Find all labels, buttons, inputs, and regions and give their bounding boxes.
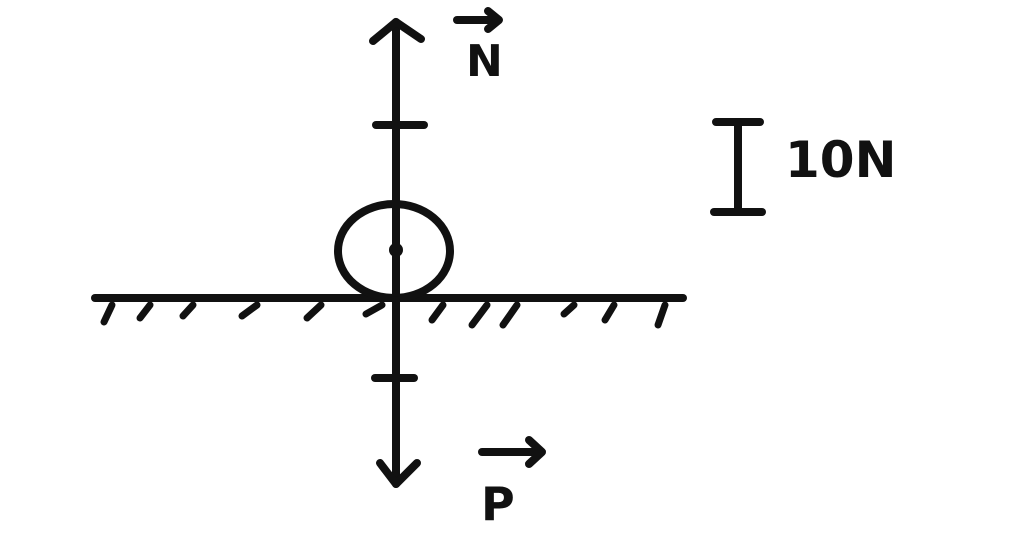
hatch-mark: [428, 301, 447, 324]
hatch-mark: [362, 301, 386, 318]
hatch-mark: [136, 301, 154, 322]
hatch-mark: [238, 301, 261, 320]
weight-vector: P: [371, 296, 546, 531]
normal-force-vector: N: [369, 7, 503, 304]
hatch-mark: [179, 301, 197, 320]
weight-arrowhead: [376, 459, 421, 488]
scale-bar: 10N: [710, 118, 896, 216]
ground-hatching: [100, 301, 669, 329]
weight-label: P: [481, 477, 515, 531]
scale-label: 10N: [785, 131, 896, 189]
hatch-mark: [499, 301, 521, 329]
normal-vector-arrow-head-icon: [484, 7, 503, 33]
weight-vector-arrow-head-icon: [525, 436, 546, 468]
hatch-mark: [468, 301, 491, 329]
ground: [91, 294, 687, 329]
hatch-mark: [601, 301, 618, 324]
normal-force-arrowhead: [369, 18, 425, 45]
hatch-mark: [560, 301, 578, 318]
hatch-mark: [100, 301, 116, 326]
hatch-mark: [303, 301, 325, 322]
normal-force-label: N: [466, 36, 503, 87]
hatch-mark: [654, 301, 669, 329]
